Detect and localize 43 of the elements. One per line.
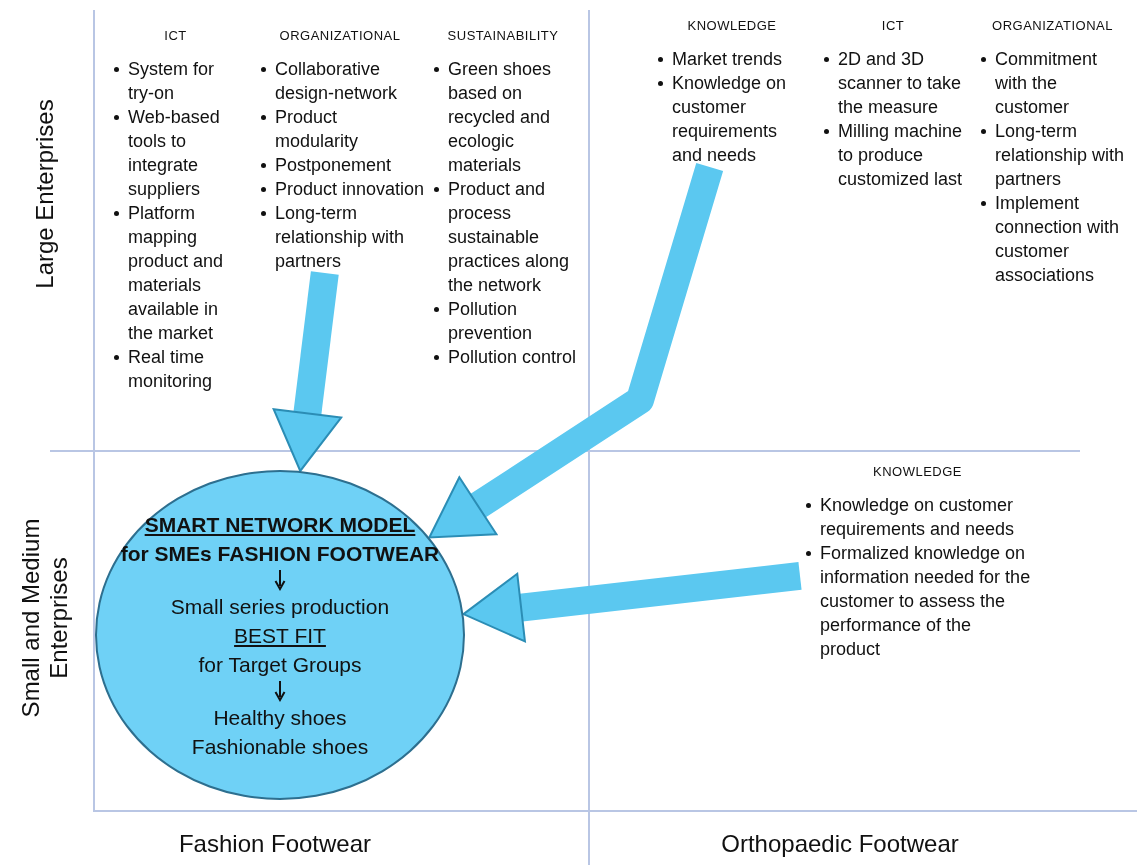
block-arrow — [272, 271, 343, 472]
column-heading: KNOWLEDGE — [872, 464, 963, 479]
bullet-item: Pollution control — [448, 347, 577, 367]
bullet-item: 2D and 3D scanner to take the measure — [838, 49, 962, 117]
bullet-item: Pollution prevention — [448, 299, 533, 343]
column-label: Orthopaedic Footwear — [720, 830, 960, 858]
model-heading: for SMEs FASHION FOOTWEAR — [120, 540, 440, 567]
model-text: Fashionable shoes — [191, 733, 369, 760]
bullet-item: Product modularity — [275, 107, 359, 151]
bullet-item: Knowledge on customer requirements and needs — [820, 495, 1015, 539]
bullet-item: Milling machine to produce customized last — [838, 121, 963, 189]
row-label: Large Enterprises — [31, 98, 59, 291]
bullet-item: Commitment with the customer — [995, 49, 1097, 117]
bullet-item: Web-based tools to integrate suppliers — [128, 107, 220, 199]
bullet-item: Platform mapping product and materials available in the market — [128, 203, 224, 343]
column-heading: KNOWLEDGE — [686, 18, 778, 33]
model-text: BEST FIT — [234, 622, 326, 649]
column-heading: ORGANIZATIONAL — [991, 18, 1114, 33]
bullet-item: Long-term relationship with partners — [995, 121, 1125, 189]
bullet-item: Formalized knowledge on information needed for the customer to assess the performance of the product — [820, 543, 1031, 659]
model-text: for Target Groups — [198, 651, 362, 678]
column-heading: ICT — [880, 18, 906, 33]
model-text: Small series production — [170, 593, 390, 620]
bullet-item: Real time monitoring — [128, 347, 213, 391]
column-heading: ORGANIZATIONAL — [278, 28, 402, 43]
bullet-item: Implement connection with customer associations — [995, 193, 1120, 285]
bullet-item: Green shoes based on recycled and ecologic materials — [448, 59, 552, 175]
row-label: Small and Medium Enterprises — [17, 517, 73, 720]
column-heading: SUSTAINABILITY — [446, 28, 560, 43]
model-text: Healthy shoes — [213, 704, 347, 731]
bullet-item: Product and process sustainable practices along the network — [448, 179, 570, 295]
column-heading: ICT — [163, 28, 188, 43]
bullet-item: Market trends — [672, 49, 783, 69]
column-label: Fashion Footwear — [177, 830, 373, 858]
bullet-item: System for try-on — [128, 59, 215, 103]
model-heading: SMART NETWORK MODEL — [144, 511, 416, 538]
bullet-item: Collaborative design-network — [275, 59, 398, 103]
bullet-item: Knowledge on customer requirements and needs — [672, 73, 787, 165]
block-arrow — [428, 162, 724, 539]
bullet-item: Postponement — [275, 155, 392, 175]
bullet-item: Long-term relationship with partners — [275, 203, 405, 271]
block-arrow — [462, 562, 802, 643]
bullet-item: Product innovation — [275, 179, 425, 199]
